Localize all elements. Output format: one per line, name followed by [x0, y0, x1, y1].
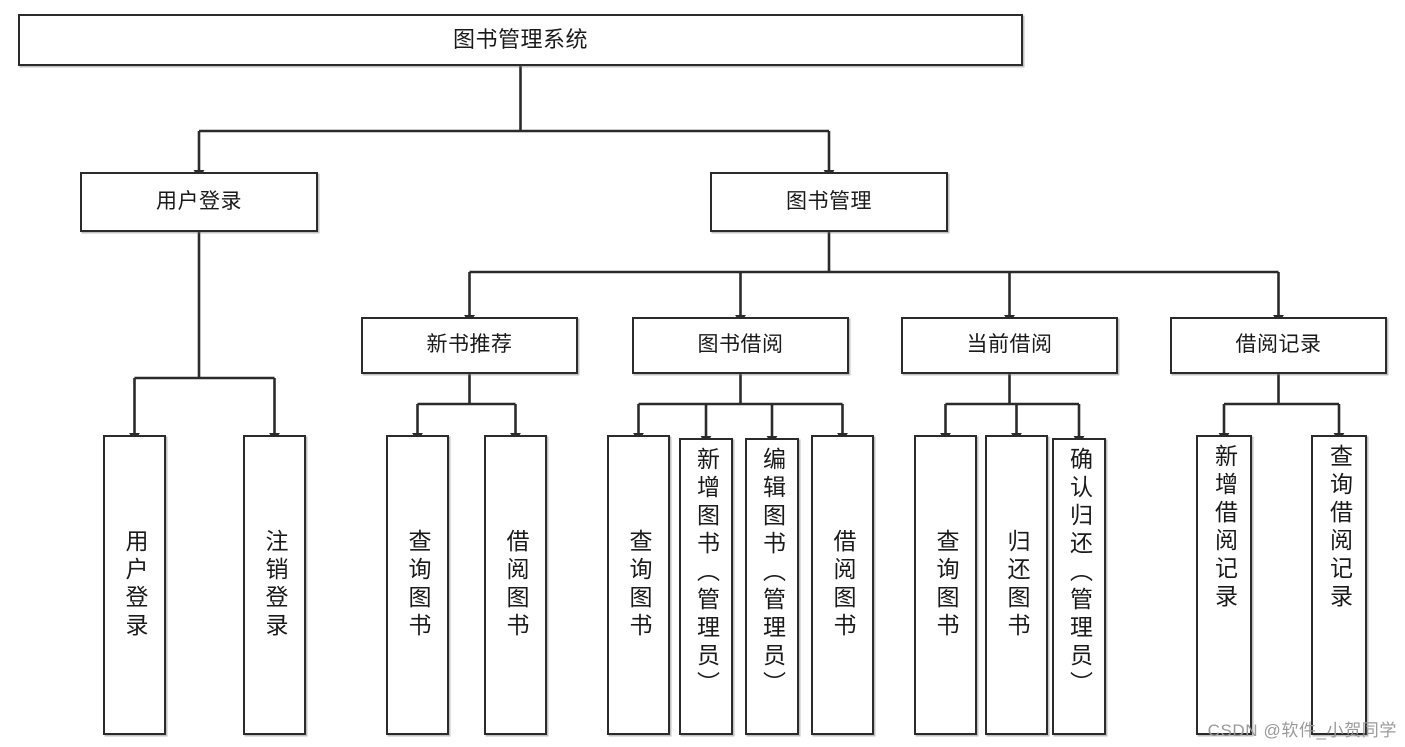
node-label: 借阅图书: [830, 529, 856, 641]
node-leaf-query-borrow-record[interactable]: 查询借阅记录: [1311, 435, 1367, 735]
node-book-management[interactable]: 图书管理: [710, 172, 948, 232]
watermark-text: CSDN @软件_小贺同学: [1207, 721, 1397, 740]
node-current-borrow[interactable]: 当前借阅: [901, 317, 1118, 374]
node-label: 注销登录: [262, 529, 288, 641]
node-label: 确认归还（管理员）: [1066, 447, 1093, 699]
node-leaf-add-borrow-record[interactable]: 新增借阅记录: [1196, 435, 1252, 735]
node-leaf-borrow-book-borrow[interactable]: 借阅图书: [811, 435, 874, 735]
node-user-login[interactable]: 用户登录: [80, 172, 318, 232]
node-leaf-edit-book-admin[interactable]: 编辑图书（管理员）: [745, 438, 799, 735]
node-leaf-return-book[interactable]: 归还图书: [985, 435, 1048, 735]
node-label: 归还图书: [1004, 529, 1030, 641]
node-root[interactable]: 图书管理系统: [18, 14, 1023, 66]
node-leaf-confirm-return-admin[interactable]: 确认归还（管理员）: [1052, 438, 1106, 735]
node-leaf-query-book-rec[interactable]: 查询图书: [386, 435, 449, 735]
node-new-book-recommend[interactable]: 新书推荐: [361, 317, 578, 374]
node-label: 查询图书: [626, 529, 652, 641]
node-label: 查询图书: [933, 529, 959, 641]
node-label: 借阅图书: [503, 529, 529, 641]
node-label: 新增图书（管理员）: [693, 447, 720, 699]
connector-edges: [129, 66, 1345, 446]
node-label: 当前借阅: [966, 333, 1053, 357]
node-label: 新书推荐: [426, 333, 513, 357]
node-label: 图书管理系统: [452, 27, 588, 53]
node-label: 借阅记录: [1235, 333, 1322, 357]
node-borrow-record[interactable]: 借阅记录: [1170, 317, 1387, 374]
node-book-borrow[interactable]: 图书借阅: [632, 317, 849, 374]
node-label: 查询借阅记录: [1326, 444, 1353, 612]
node-label: 图书借阅: [697, 333, 784, 357]
node-label: 用户登录: [156, 189, 242, 213]
node-leaf-query-book-borrow[interactable]: 查询图书: [607, 435, 670, 735]
node-label: 编辑图书（管理员）: [759, 447, 786, 699]
node-leaf-borrow-book-rec[interactable]: 借阅图书: [484, 435, 547, 735]
node-label: 新增借阅记录: [1211, 444, 1238, 612]
node-label: 图书管理: [786, 189, 872, 213]
node-label: 查询图书: [405, 529, 431, 641]
node-label: 用户登录: [122, 529, 148, 641]
node-leaf-query-book-current[interactable]: 查询图书: [914, 435, 977, 735]
node-leaf-user-logout[interactable]: 注销登录: [243, 435, 306, 735]
node-leaf-add-book-admin[interactable]: 新增图书（管理员）: [679, 438, 733, 735]
node-leaf-user-login[interactable]: 用户登录: [103, 435, 166, 735]
